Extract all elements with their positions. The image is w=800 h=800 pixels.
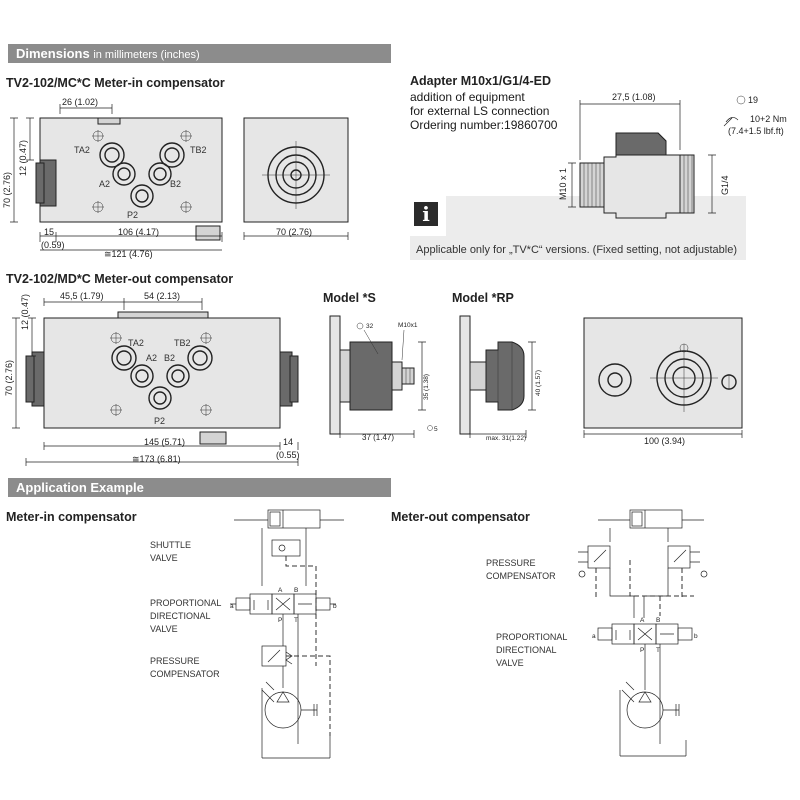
adapter-dim-length: 27,5 (1.08) <box>612 92 656 102</box>
mi-dim-total: ≅121 (4.76) <box>104 249 153 259</box>
mi-port-a2: A2 <box>99 179 110 189</box>
mi-label-press-2: COMPENSATOR <box>150 669 220 679</box>
mi-dim-left: 15 <box>44 227 54 237</box>
dimensions-subtitle: in millimeters (inches) <box>93 49 200 61</box>
mi-dim-side-inner: 12 (0.47) <box>18 140 28 176</box>
adapter-title: Adapter M10x1/G1/4-ED <box>410 74 552 88</box>
mo-sol-a: a <box>592 633 596 640</box>
model-s-drawing: 32 M10x1 35 (1.38) 5 37 (1.47) <box>329 315 438 442</box>
mo-label-prop-1: PROPORTIONAL <box>496 632 567 642</box>
mi-valve-b: B <box>294 587 298 594</box>
mo-side-dim: 100 (3.94) <box>644 436 685 446</box>
mo-dim-body: 145 (5.71) <box>144 437 185 447</box>
dimensions-title: Dimensions <box>16 46 90 61</box>
model-rp-dim: max. 31(1.22) <box>486 435 526 442</box>
mi-port-ta2: TA2 <box>74 145 90 155</box>
dimensions-header: Dimensions in millimeters (inches) <box>8 44 391 63</box>
adapter-torque-imp: (7.4+1.5 lbf.ft) <box>728 126 784 136</box>
mo-port-b2: B2 <box>164 353 175 363</box>
model-rp-drawing: 40 (1.57) max. 31(1.22) <box>459 315 542 442</box>
app-meter-in-heading: Meter-in compensator <box>6 510 137 524</box>
note-text: Applicable only for „TV*C“ versions. (Fi… <box>416 244 737 256</box>
meter-out-front-view: TA2 TB2 A2 B2 P2 45,5 (1.79) 54 (2.13) 7… <box>4 291 300 466</box>
mi-dim-body: 106 (4.17) <box>118 227 159 237</box>
model-s-dim: 37 (1.47) <box>362 433 394 442</box>
mi-dim-side-outer: 70 (2.76) <box>2 172 12 208</box>
app-meter-in-schematic: A B P T a b SHUTTLE VALVE PROPORTIONAL D… <box>150 509 344 759</box>
mo-port-tb2: TB2 <box>174 338 191 348</box>
model-rp-heading: Model *RP <box>452 291 514 305</box>
mo-label-press-2: COMPENSATOR <box>486 571 556 581</box>
mi-dim-left-inch: (0.59) <box>41 240 65 250</box>
mi-sol-b: b <box>333 603 337 610</box>
application-header: Application Example <box>8 478 391 497</box>
mi-port-p2: P2 <box>127 210 138 220</box>
mo-valve-p: P <box>640 647 644 654</box>
mo-dim-top-left: 45,5 (1.79) <box>60 291 104 301</box>
meter-in-side-view: 70 (2.76) <box>243 117 349 240</box>
mo-sol-b: b <box>694 633 698 640</box>
adapter-dim-hex: 19 <box>748 95 758 105</box>
mo-valve-t: T <box>656 647 660 654</box>
adapter-drawing: 27,5 (1.08) 19 10+2 Nm (7.4+1.5 lbf.ft) … <box>558 92 787 219</box>
mi-port-b2: B2 <box>170 179 181 189</box>
mo-valve-a: A <box>640 617 645 624</box>
adapter-torque: 10+2 Nm <box>750 114 787 124</box>
mi-valve-p: P <box>278 617 282 624</box>
mi-label-shuttle-2: VALVE <box>150 553 178 563</box>
mo-dim-right: 14 <box>283 437 293 447</box>
mo-dim-right-inch: (0.55) <box>276 450 300 460</box>
mo-port-a2: A2 <box>146 353 157 363</box>
mo-label-prop-3: VALVE <box>496 658 524 668</box>
mi-label-press-1: PRESSURE <box>150 656 200 666</box>
mi-label-shuttle-1: SHUTTLE <box>150 540 191 550</box>
mo-dim-side-outer: 70 (2.76) <box>4 360 14 396</box>
mi-side-dim: 70 (2.76) <box>276 227 312 237</box>
mi-port-tb2: TB2 <box>190 145 207 155</box>
mi-label-prop-1: PROPORTIONAL <box>150 598 221 608</box>
mo-dim-top-mid: 54 (2.13) <box>144 291 180 301</box>
app-meter-out-heading: Meter-out compensator <box>391 510 530 524</box>
adapter-line2: for external LS connection <box>410 104 550 118</box>
mi-valve-a: A <box>278 587 283 594</box>
model-s-heading: Model *S <box>323 291 376 305</box>
mo-dim-side-inner: 12 (0.47) <box>20 294 30 330</box>
model-s-thread: M10x1 <box>398 322 418 329</box>
meter-in-heading: TV2-102/MC*C Meter-in compensator <box>6 76 225 90</box>
mo-label-press-1: PRESSURE <box>486 558 536 568</box>
mo-valve-b: B <box>656 617 660 624</box>
mi-label-prop-3: VALVE <box>150 624 178 634</box>
mo-dim-total: ≅173 (6.81) <box>132 454 181 464</box>
meter-in-front-view: TA2 TB2 A2 B2 P2 26 (1.02) 70 (2.76) 12 … <box>2 97 223 259</box>
adapter-thread-right: G1/4 <box>720 175 730 195</box>
model-s-dia: 35 (1.38) <box>423 374 430 400</box>
model-rp-dia: 40 (1.57) <box>535 370 542 396</box>
model-s-hex: 32 <box>366 323 374 330</box>
model-s-hex2: 5 <box>434 426 438 433</box>
adapter-line1: addition of equipment <box>410 90 525 104</box>
meter-out-heading: TV2-102/MD*C Meter-out compensator <box>6 272 234 286</box>
adapter-line3: Ordering number:19860700 <box>410 118 558 132</box>
info-icon: i <box>414 202 438 226</box>
app-meter-out-schematic: A B P T a b PRESSURE COMPENSATOR PROPORT… <box>486 509 708 757</box>
mo-port-ta2: TA2 <box>128 338 144 348</box>
mi-label-prop-2: DIRECTIONAL <box>150 611 211 621</box>
mo-label-prop-2: DIRECTIONAL <box>496 645 557 655</box>
mo-port-p2: P2 <box>154 416 165 426</box>
adapter-thread-left: M10 x 1 <box>558 168 568 200</box>
mi-dim-top: 26 (1.02) <box>62 97 98 107</box>
application-title: Application Example <box>16 480 144 495</box>
mi-valve-t: T <box>294 617 298 624</box>
mi-sol-a: a <box>230 603 234 610</box>
meter-out-side-view: 100 (3.94) <box>583 317 743 446</box>
